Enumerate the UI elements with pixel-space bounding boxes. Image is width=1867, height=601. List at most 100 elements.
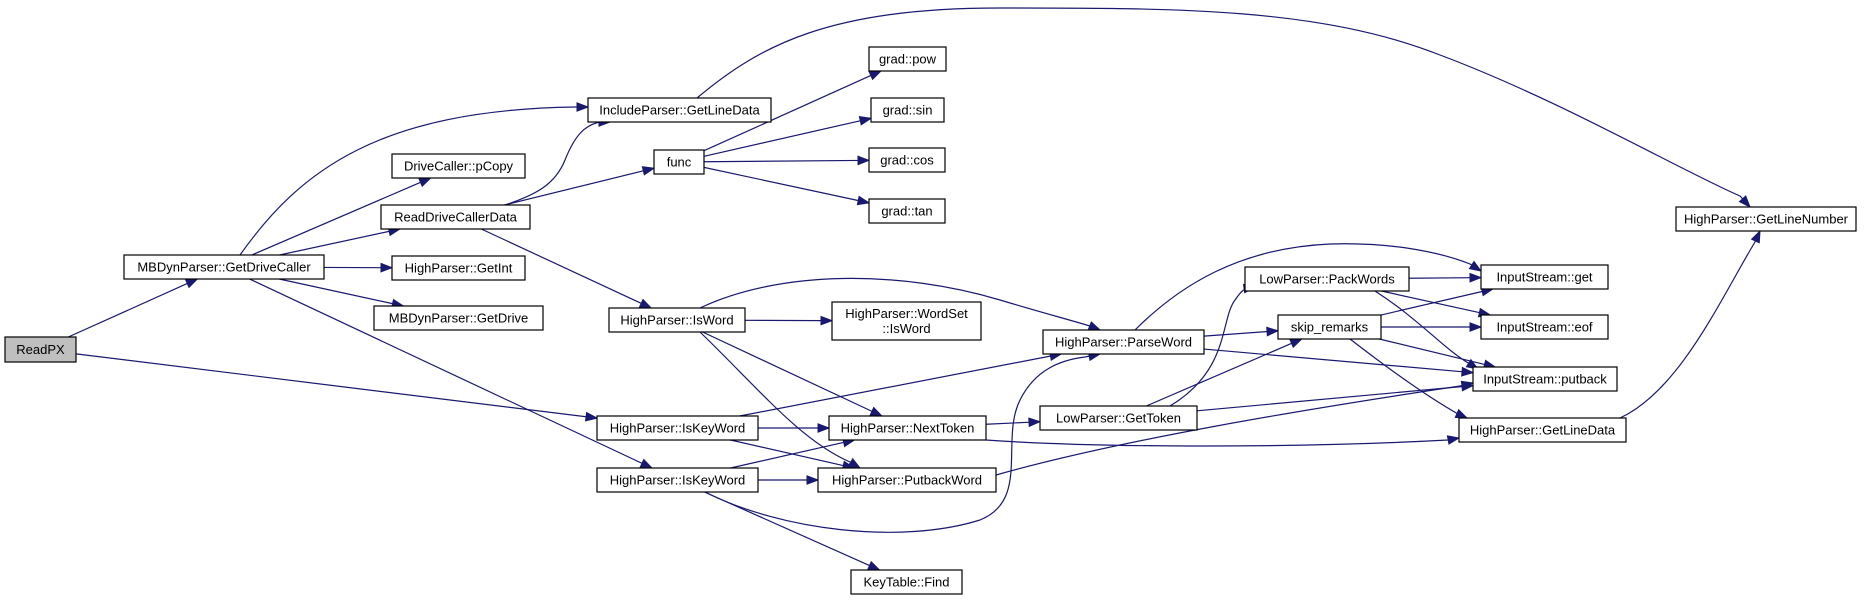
edge-line (1619, 236, 1759, 419)
node-box (587, 97, 772, 123)
arrowhead (1266, 326, 1280, 337)
arrowhead (1469, 322, 1483, 332)
node-box (391, 153, 526, 179)
node-label: HighParser::GetInt (405, 261, 513, 276)
node-highparser-putbackword[interactable]: HighParser::PutbackWord (817, 467, 997, 493)
node-include-getlinedata[interactable]: IncludeParser::GetLineData (587, 97, 772, 123)
node-func[interactable]: func (653, 149, 705, 175)
edge-highparser_parseword-to-inputstream_get (1134, 243, 1483, 331)
edge-line (75, 353, 588, 418)
node-box (1244, 266, 1410, 292)
node-label: IncludeParser::GetLineData (599, 103, 760, 118)
node-inputstream-get[interactable]: InputStream::get (1480, 264, 1609, 290)
edge-func-to-grad_tan (703, 166, 871, 206)
edge-line (696, 7, 1746, 202)
node-box (817, 467, 997, 493)
arrowhead (856, 195, 871, 206)
node-label: HighParser::WordSet (845, 306, 968, 321)
edge-highparser_iskeyword_1-to-highparser_parseword (739, 351, 1063, 417)
node-highparser-iskeyword-2[interactable]: HighParser::IsKeyWord (596, 467, 759, 493)
node-highparser-getlinedata[interactable]: HighParser::GetLineData (1458, 417, 1627, 443)
edge-line (703, 74, 873, 152)
node-mbdyn-getdrive[interactable]: MBDynParser::GetDrive (373, 305, 544, 331)
node-readpx[interactable]: ReadPX (4, 336, 77, 363)
node-keytable-find[interactable]: KeyTable::Find (850, 569, 963, 595)
edge-highparser_isword-to-wordset_isword (744, 315, 834, 326)
arrowhead (1087, 321, 1102, 331)
edge-highparser_isword-to-highparser_nexttoken (702, 331, 884, 417)
node-grad-sin[interactable]: grad::sin (870, 97, 945, 123)
arrowhead (638, 298, 653, 309)
arrowhead (1454, 408, 1469, 419)
edge-highparser_nexttoken-to-lowparser_gettoken (985, 417, 1042, 428)
node-highparser-getint[interactable]: HighParser::GetInt (391, 255, 526, 281)
node-grad-cos[interactable]: grad::cos (868, 147, 946, 173)
node-skip-remarks[interactable]: skip_remarks (1277, 314, 1382, 340)
arrowhead (1289, 338, 1303, 349)
node-box (123, 254, 325, 280)
edge-readdrivecallerdata-to-func (504, 166, 656, 206)
node-inputstream-putback[interactable]: InputStream::putback (1472, 366, 1618, 392)
node-wordset-isword[interactable]: HighParser::WordSet::IsWord (831, 301, 982, 341)
node-highparser-nexttoken[interactable]: HighParser::NextToken (828, 415, 987, 441)
node-highparser-isword[interactable]: HighParser::IsWord (608, 307, 746, 333)
node-box (1480, 314, 1609, 340)
node-inputstream-eof[interactable]: InputStream::eof (1480, 314, 1609, 340)
edge-line (1374, 290, 1475, 368)
arrowhead (1461, 381, 1475, 392)
node-label: HighParser::GetLineNumber (1684, 212, 1849, 227)
node-lowparser-gettoken[interactable]: LowParser::GetToken (1039, 405, 1198, 431)
node-highparser-parseword[interactable]: HighParser::ParseWord (1042, 329, 1205, 355)
edge-highparser_parseword-to-inputstream_putback (1203, 348, 1475, 377)
node-grad-tan[interactable]: grad::tan (868, 198, 946, 224)
edge-readpx-to-mbdyn_getdrivecaller (68, 278, 199, 338)
node-box (4, 336, 77, 363)
edge-highparser_nexttoken-to-highparser_getlinedata (985, 435, 1461, 447)
node-label: MBDynParser::GetDriveCaller (137, 260, 311, 275)
node-label: KeyTable::Find (864, 575, 950, 590)
arrowhead (418, 177, 432, 188)
node-box (850, 569, 963, 595)
edge-line (68, 282, 189, 338)
node-box (1458, 417, 1627, 443)
node-label: grad::pow (879, 52, 937, 67)
arrowhead (806, 475, 820, 485)
edge-line (1408, 277, 1472, 279)
edge-line (279, 278, 394, 305)
edge-line (985, 438, 1454, 447)
arrowhead (1738, 195, 1751, 209)
node-label: InputStream::get (1496, 270, 1592, 285)
edge-mbdyn_getdrivecaller-to-include_getlinedata (239, 102, 590, 256)
node-label: func (667, 155, 692, 170)
edge-line (985, 421, 1031, 425)
arrowhead (1468, 260, 1483, 272)
arrowhead (380, 262, 394, 273)
node-box (1277, 314, 1382, 340)
node-label: HighParser::NextToken (841, 421, 975, 436)
node-highparser-getlinenumber[interactable]: HighParser::GetLineNumber (1675, 206, 1857, 232)
node-label: HighParser::PutbackWord (832, 473, 982, 488)
edge-line (1203, 348, 1464, 373)
node-highparser-iskeyword-1[interactable]: HighParser::IsKeyWord (596, 415, 759, 441)
edge-skip_remarks-to-inputstream_eof (1381, 322, 1483, 332)
arrowhead (857, 155, 871, 166)
node-box (870, 97, 945, 123)
node-grad-pow[interactable]: grad::pow (868, 46, 947, 72)
node-readdrivecallerdata[interactable]: ReadDriveCallerData (380, 204, 531, 230)
node-lowparser-packwords[interactable]: LowParser::PackWords (1244, 266, 1410, 292)
node-label: LowParser::PackWords (1259, 272, 1395, 287)
edge-line (1349, 338, 1463, 417)
edge-line (703, 159, 860, 163)
edge-highparser_getlinedata-to-highparser_getlinenumber (1619, 229, 1761, 419)
node-label: HighParser::GetLineData (1470, 423, 1616, 438)
edge-mbdyn_getdrivecaller-to-readdrivecallerdata (279, 226, 402, 256)
arrowhead (820, 315, 834, 326)
node-box (596, 467, 759, 493)
edge-line (699, 331, 856, 466)
edge-line (1379, 338, 1486, 366)
node-box (868, 46, 947, 72)
edge-mbdyn_getdrivecaller-to-highparser_getint (323, 262, 394, 273)
node-mbdyn-getdrivecaller[interactable]: MBDynParser::GetDriveCaller (123, 254, 325, 280)
edge-line (1381, 290, 1481, 314)
node-drivecaller-pcopy[interactable]: DriveCaller::pCopy (391, 153, 526, 179)
